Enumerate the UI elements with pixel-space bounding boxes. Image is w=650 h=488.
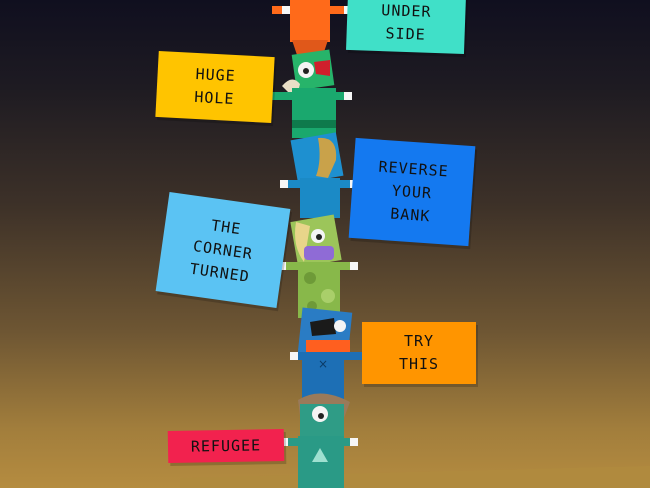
card-label: HUGE HOLE — [193, 64, 237, 109]
green-eyepatch-character[interactable] — [260, 49, 352, 138]
orange-character-arm-right — [328, 6, 350, 14]
orange-character-hand-left — [282, 6, 290, 14]
camo-spot — [304, 272, 316, 284]
card-label: REFUGEE — [190, 435, 262, 456]
green-character-body — [292, 88, 336, 138]
teal-character-hand-left — [280, 438, 288, 446]
card-try-this[interactable]: TRY THIS — [362, 322, 476, 384]
pirate-character-mask — [306, 340, 350, 352]
blue-character-body — [300, 178, 340, 218]
green-character-arm-left — [266, 92, 294, 100]
eyepatch-icon — [314, 60, 330, 76]
card-label: UNDER SIDE — [381, 1, 432, 44]
card-label: TRY THIS — [398, 332, 440, 373]
card-label: THE CORNER TURNED — [188, 215, 255, 286]
camo-character[interactable] — [278, 214, 358, 318]
camo-character-arm-left — [284, 262, 300, 270]
orange-character-body — [290, 0, 330, 42]
green-character-hand-right — [344, 92, 352, 100]
camo-character-hand-right — [350, 262, 358, 270]
card-label: REVERSE YOUR BANK — [377, 157, 450, 225]
blue-character[interactable] — [280, 132, 358, 218]
camo-character-pupil — [316, 234, 322, 240]
camo-spot — [321, 289, 335, 303]
green-character-belt — [292, 120, 336, 128]
blue-character-hair — [316, 137, 337, 178]
card-under-side[interactable]: UNDER SIDE — [346, 0, 466, 55]
green-character-arm-right — [334, 92, 346, 100]
blue-character-hand-left — [280, 180, 288, 188]
blue-character-arm-left — [284, 180, 302, 188]
card-huge-hole[interactable]: HUGE HOLE — [155, 51, 275, 123]
card-reverse-your-bank[interactable]: REVERSE YOUR BANK — [348, 137, 476, 247]
blue-character-arm-right — [338, 180, 354, 188]
orange-character[interactable] — [272, 0, 352, 58]
x-mark-icon: × — [318, 357, 328, 371]
camo-character-hair — [295, 222, 310, 262]
pirate-eyepatch-icon — [310, 318, 336, 336]
camo-character-arm-right — [338, 262, 352, 270]
teal-character-arm-left — [284, 438, 300, 446]
pirate-character-eye — [334, 320, 346, 332]
card-refugee[interactable]: REFUGEE — [167, 428, 285, 464]
pirate-character-arm-left — [294, 352, 304, 360]
teal-character-arm-right — [342, 438, 354, 446]
ground — [180, 466, 650, 488]
teal-character-pupil — [318, 413, 324, 419]
card-the-corner-turned[interactable]: THE CORNER TURNED — [155, 191, 291, 309]
triangle-icon — [312, 448, 328, 462]
pirate-character-hand-left — [290, 352, 298, 360]
camo-character-mask — [304, 246, 334, 260]
blue-pirate-character[interactable]: × — [290, 307, 364, 400]
teal-character[interactable] — [280, 393, 358, 488]
pirate-character-arm-right — [344, 352, 364, 360]
teal-character-hand-right — [350, 438, 358, 446]
green-character-pupil — [303, 68, 309, 74]
pirate-character-body — [302, 352, 344, 400]
